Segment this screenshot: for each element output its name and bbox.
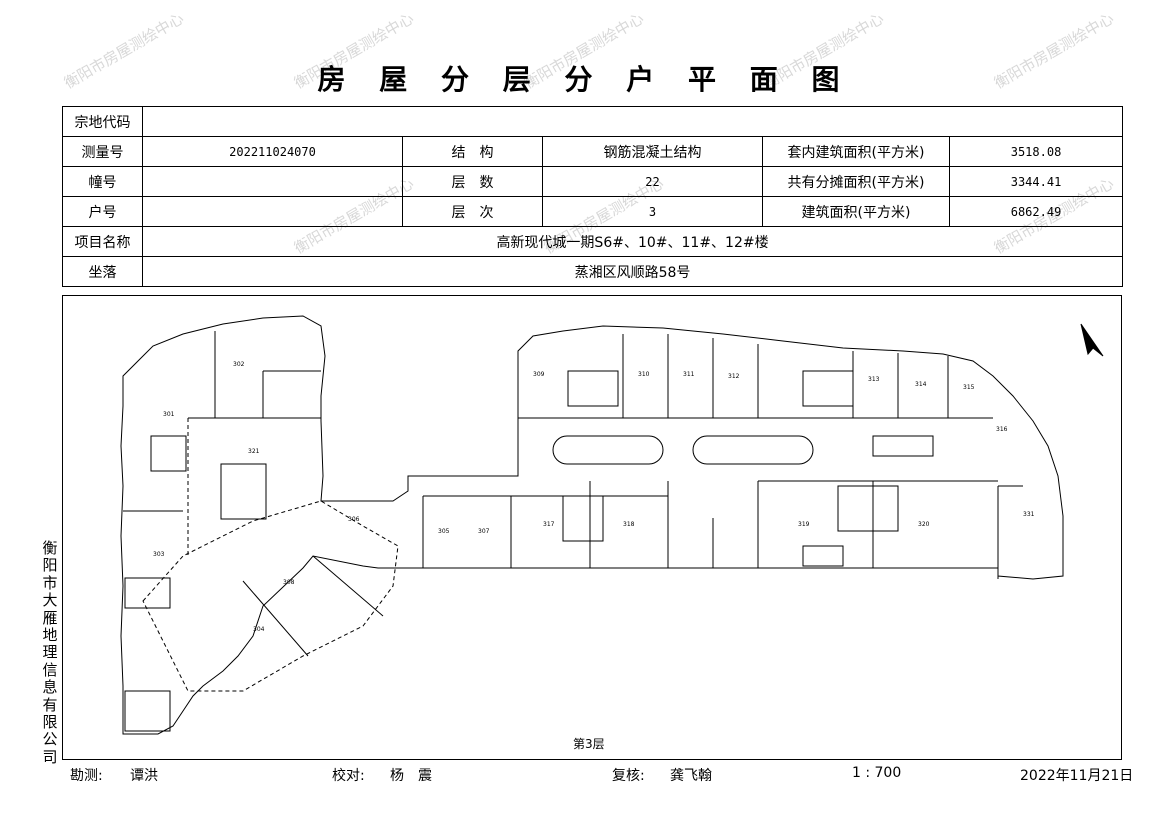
building-value (142, 166, 403, 197)
wall (242, 580, 309, 657)
unit-value (142, 196, 403, 227)
shared-corridor (142, 500, 399, 692)
building-label: 幢号 (62, 166, 143, 197)
room-label: 319 (798, 521, 810, 528)
stair-core (562, 495, 604, 542)
room-label: 302 (233, 361, 245, 368)
table-row: 宗地代码 (62, 106, 1124, 137)
location-label: 坐落 (62, 256, 143, 287)
room-label: 301 (163, 411, 175, 418)
project-label: 项目名称 (62, 226, 143, 257)
room-label: 305 (438, 528, 450, 535)
table-row: 户号 层 次 3 建筑面积(平方米) 6862.49 (62, 196, 1124, 227)
total-area-label: 建筑面积(平方米) (762, 196, 950, 227)
location-value: 蒸湘区风顺路58号 (141, 256, 1124, 287)
checker-label: 校对: (332, 768, 365, 784)
atrium-void (692, 435, 814, 465)
room-label: 313 (868, 376, 880, 383)
structure-value: 钢筋混凝土结构 (542, 136, 763, 167)
date: 2022年11月21日 (1020, 768, 1134, 784)
floor-no-value: 3 (542, 196, 763, 227)
info-table: 宗地代码 测量号 202211024070 结 构 钢筋混凝土结构 套内建筑面积… (62, 106, 1124, 287)
room-label: 306 (348, 516, 360, 523)
wall (312, 555, 384, 617)
shared-area-value: 3344.41 (948, 166, 1124, 197)
stair-core (150, 435, 187, 472)
total-area-value: 6862.49 (948, 196, 1124, 227)
structure-label: 结 构 (402, 136, 543, 167)
project-value: 高新现代城一期S6#、10#、11#、12#楼 (141, 226, 1124, 257)
floor-no-label: 层 次 (402, 196, 543, 227)
survey-label: 测量号 (62, 136, 143, 167)
room-label: 316 (996, 426, 1008, 433)
table-row: 幢号 层 数 22 共有分摊面积(平方米) 3344.41 (62, 166, 1124, 197)
table-row: 坐落 蒸湘区风顺路58号 (62, 256, 1124, 287)
room-label: 310 (638, 371, 650, 378)
stair-core (124, 577, 171, 609)
room-label: 318 (623, 521, 635, 528)
north-arrow-icon (1080, 323, 1104, 357)
room-label: 320 (918, 521, 930, 528)
stair-core (220, 463, 267, 520)
zongdi-label: 宗地代码 (62, 106, 143, 137)
surveyor-name: 谭洪 (130, 768, 158, 784)
room-label: 308 (283, 579, 295, 586)
table-row: 测量号 202211024070 结 构 钢筋混凝土结构 套内建筑面积(平方米)… (62, 136, 1124, 167)
table-row: 项目名称 高新现代城一期S6#、10#、11#、12#楼 (62, 226, 1124, 257)
floors-value: 22 (542, 166, 763, 197)
survey-value: 202211024070 (142, 136, 403, 167)
unit-label: 户号 (62, 196, 143, 227)
reviewer-name: 龚飞翰 (670, 768, 712, 784)
room-label: 309 (533, 371, 545, 378)
floor-plan-frame: 301 302 303 304 305 306 307 308 309 310 … (62, 295, 1122, 760)
room-label: 307 (478, 528, 490, 535)
side-company-name: 衡阳市大雁地理信息有限公司 (42, 539, 58, 766)
room-label: 314 (915, 381, 927, 388)
stair-core (872, 435, 934, 457)
room-labels: 301 302 303 304 305 306 307 308 309 310 … (153, 361, 1035, 633)
floor-caption: 第3层 (573, 737, 605, 751)
reviewer-label: 复核: (612, 768, 645, 784)
zongdi-value (141, 106, 1124, 137)
inner-area-value: 3518.08 (948, 136, 1124, 167)
room-label: 304 (253, 626, 265, 633)
stair-core (802, 370, 854, 407)
room-label: 331 (1023, 511, 1035, 518)
stair-core (802, 545, 844, 567)
room-label: 315 (963, 384, 975, 391)
page-title: 房 屋 分 层 分 户 平 面 图 (317, 63, 852, 96)
floors-label: 层 数 (402, 166, 543, 197)
room-label: 317 (543, 521, 555, 528)
floor-plan: 301 302 303 304 305 306 307 308 309 310 … (120, 315, 1104, 735)
stair-core (837, 485, 899, 532)
atrium-void (552, 435, 664, 465)
shared-area-label: 共有分摊面积(平方米) (762, 166, 950, 197)
stair-core (124, 690, 171, 732)
room-label: 312 (728, 373, 740, 380)
room-label: 311 (683, 371, 695, 378)
inner-area-label: 套内建筑面积(平方米) (762, 136, 950, 167)
surveyor-label: 勘测: (70, 768, 103, 784)
room-label: 303 (153, 551, 165, 558)
stair-core (567, 370, 619, 407)
scale: 1 : 700 (852, 765, 902, 781)
room-label: 321 (248, 448, 260, 455)
checker-name: 杨 震 (390, 768, 432, 784)
left-wing-outline (120, 315, 1064, 735)
